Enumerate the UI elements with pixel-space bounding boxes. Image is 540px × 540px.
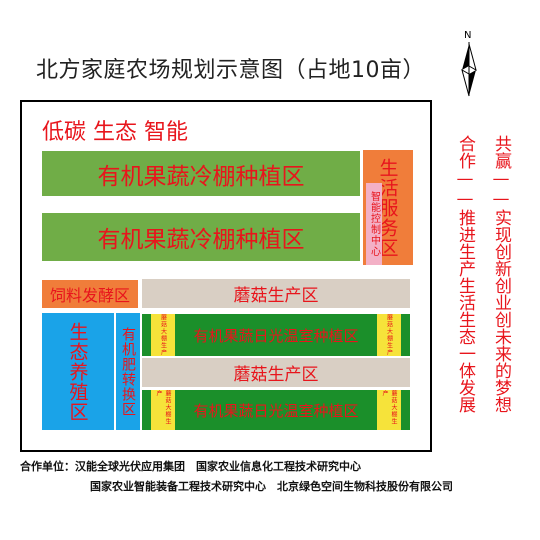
slogan: 低碳 生态 智能	[42, 120, 188, 145]
greenhouse-side-tag: 蘑菇大棚生产	[377, 314, 401, 356]
solar-greenhouse-label-1: 有机果蔬日光温室种植区	[175, 314, 377, 356]
smart-control-label: 智能控制中心	[368, 191, 380, 257]
compass: N	[452, 30, 486, 98]
life-service-label: 生活服务区	[376, 157, 399, 258]
greenhouse-side-tag: 蘑菇大棚生产	[151, 314, 175, 356]
partners-line-2: 国家农业智能装备工程技术研究中心 北京绿色空间生物科技股份有限公司	[90, 480, 453, 493]
greenhouse-strip	[142, 314, 151, 356]
solar-greenhouse-zone-1: 蘑菇大棚生产 有机果蔬日光温室种植区 蘑菇大棚生产	[142, 314, 410, 356]
greenhouse-strip	[401, 390, 410, 430]
page-title: 北方家庭农场规划示意图（占地10亩）	[36, 58, 425, 83]
greenhouse-side-tag: 蘑菇大棚生产	[151, 390, 175, 430]
right-slogan-win-win: 共赢——实现创新创业创未来的梦想	[491, 134, 511, 413]
compass-arrow-icon	[461, 42, 477, 97]
eco-breeding-zone: 生态养殖区	[42, 313, 114, 430]
feed-fermentation-zone: 饲料发酵区	[42, 280, 138, 308]
solar-greenhouse-zone-2: 蘑菇大棚生产 有机果蔬日光温室种植区 蘑菇大棚生产	[142, 390, 410, 430]
compass-north-label: N	[464, 30, 472, 41]
cold-greenhouse-zone-1: 有机果蔬冷棚种植区	[42, 151, 360, 196]
greenhouse-strip	[401, 314, 410, 356]
greenhouse-strip	[142, 390, 151, 430]
smart-control-center: 智能控制中心	[366, 183, 382, 265]
site-boundary	[20, 100, 432, 452]
greenhouse-side-tag: 蘑菇大棚生产	[377, 390, 401, 430]
partners-line-1: 合作单位：汉能全球光伏应用集团 国家农业信息化工程技术研究中心	[20, 460, 361, 473]
fertilizer-label: 有机肥转换区	[120, 326, 136, 417]
eco-breeding-label: 生态养殖区	[66, 321, 89, 422]
mushroom-zone-1: 蘑菇生产区	[142, 279, 410, 308]
right-slogan-cooperation: 合作——推进生产生活生态一体发展	[455, 134, 475, 413]
solar-greenhouse-label-2: 有机果蔬日光温室种植区	[175, 390, 377, 430]
cold-greenhouse-zone-2: 有机果蔬冷棚种植区	[42, 213, 360, 261]
mushroom-zone-2: 蘑菇生产区	[142, 358, 410, 387]
fertilizer-zone: 有机肥转换区	[116, 313, 140, 430]
